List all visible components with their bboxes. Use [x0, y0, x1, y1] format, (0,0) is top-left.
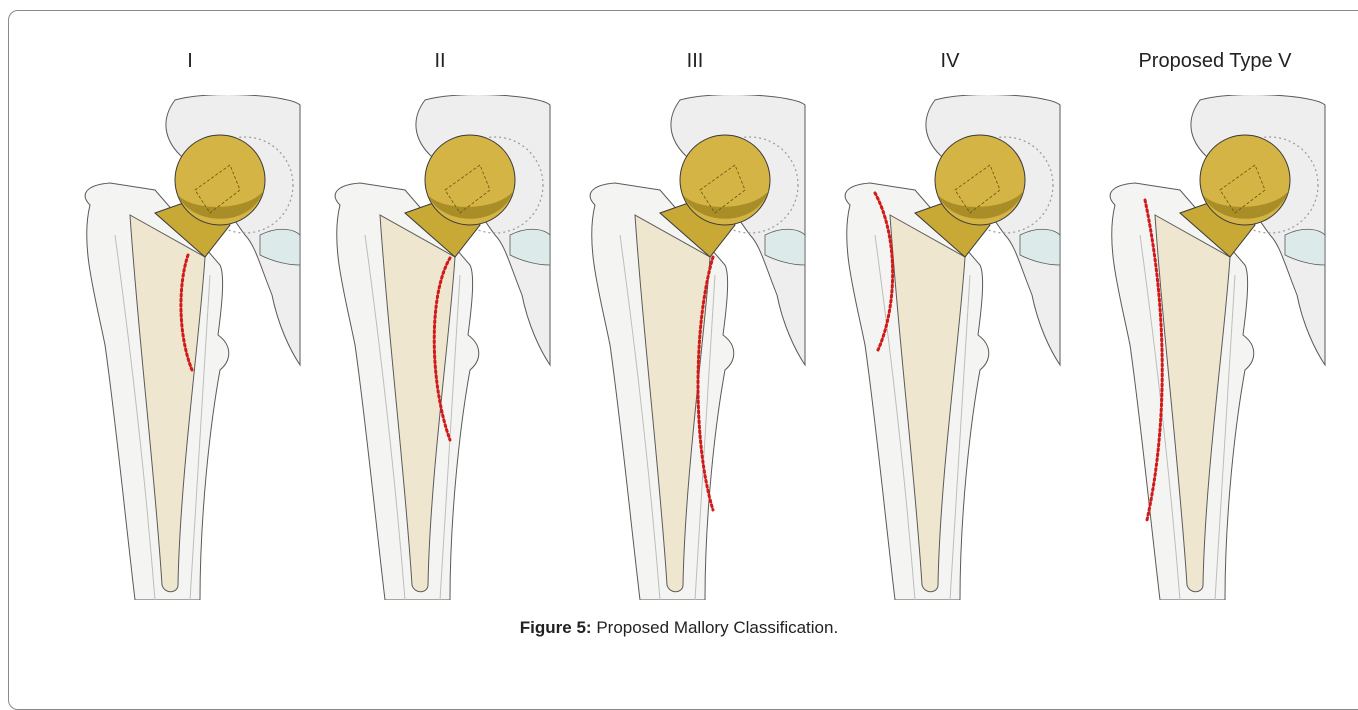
- hip-prosthesis-drawing: [60, 95, 320, 600]
- panel-2: II: [310, 0, 570, 600]
- caption-prefix: Figure 5:: [520, 618, 592, 637]
- figure-caption: Figure 5: Proposed Mallory Classificatio…: [0, 618, 1358, 638]
- panel-1: I: [60, 0, 320, 600]
- panel-label: II: [310, 50, 570, 73]
- caption-text: Proposed Mallory Classification.: [592, 618, 839, 637]
- panel-label: I: [60, 50, 320, 73]
- panel-label: IV: [820, 50, 1080, 73]
- panel-5: Proposed Type V: [1085, 0, 1345, 600]
- panel-label: Proposed Type V: [1085, 50, 1345, 73]
- panel-label: III: [565, 50, 825, 73]
- hip-prosthesis-drawing: [565, 95, 825, 600]
- panel-3: III: [565, 0, 825, 600]
- hip-prosthesis-drawing: [820, 95, 1080, 600]
- hip-prosthesis-drawing: [1085, 95, 1345, 600]
- hip-prosthesis-drawing: [310, 95, 570, 600]
- panel-4: IV: [820, 0, 1080, 600]
